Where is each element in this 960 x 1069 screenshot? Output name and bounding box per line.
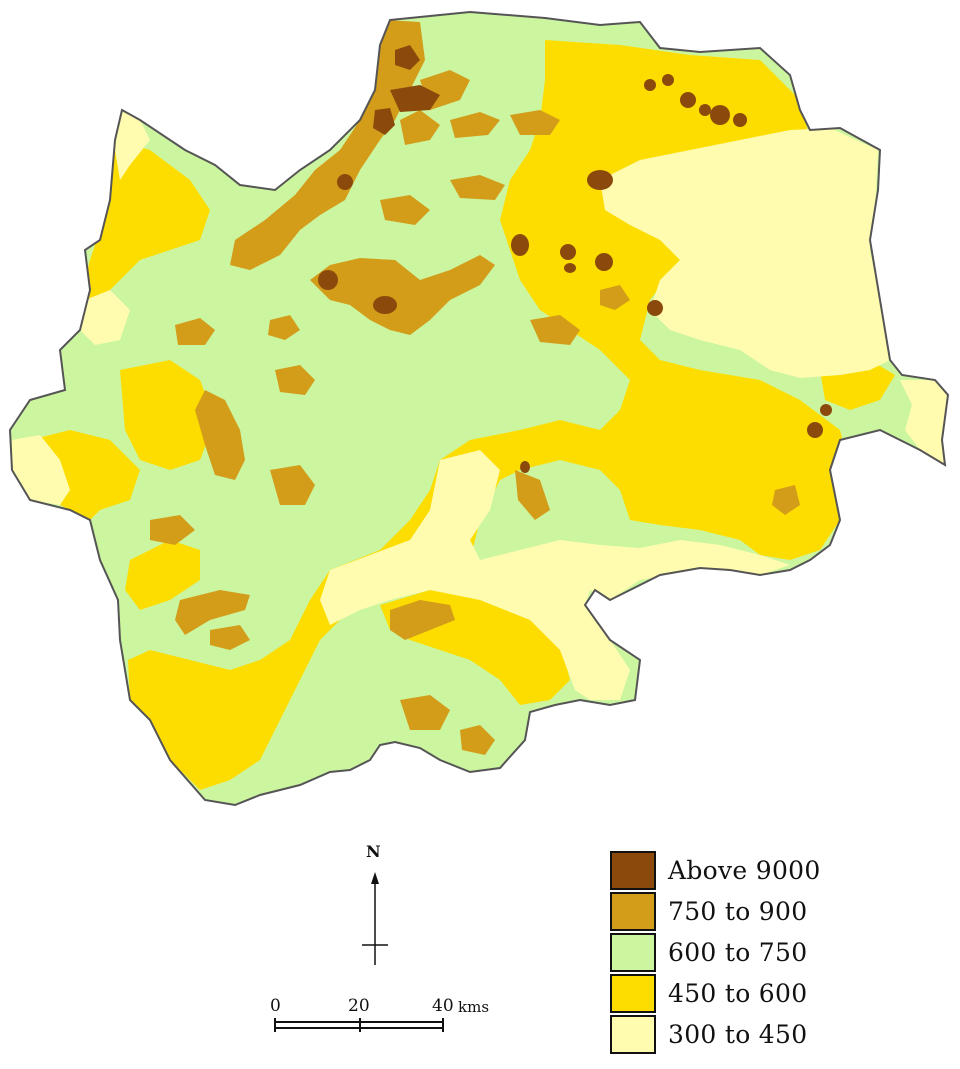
rainfall-zones [10,12,948,805]
legend-swatch [610,891,656,931]
legend-label: 300 to 450 [668,1020,808,1049]
scale-tick-20: 20 [348,996,370,1016]
legend-label: 450 to 600 [668,979,808,1008]
legend-item: 450 to 600 [610,973,940,1014]
north-arrow-icon [362,872,388,965]
zones-300-450 [12,110,948,700]
legend: Above 9000 750 to 900 600 to 750 450 to … [610,850,940,1055]
scale-tick-0: 0 [270,996,281,1016]
legend-item: 600 to 750 [610,932,940,973]
legend-item: 300 to 450 [610,1014,940,1055]
scale-unit: kms [458,998,490,1016]
legend-label: 600 to 750 [668,938,808,967]
north-label: N [366,842,381,861]
legend-swatch [610,973,656,1013]
legend-item: 750 to 900 [610,891,940,932]
legend-swatch [610,850,656,890]
zones-750-900 [150,20,800,755]
scale-bar [274,1018,444,1032]
zones-above-9000 [318,45,832,473]
legend-item: Above 9000 [610,850,940,891]
legend-label: Above 9000 [668,856,821,885]
legend-swatch [610,1014,656,1054]
scale-tick-40: 40 [432,996,454,1016]
legend-label: 750 to 900 [668,897,808,926]
legend-swatch [610,932,656,972]
